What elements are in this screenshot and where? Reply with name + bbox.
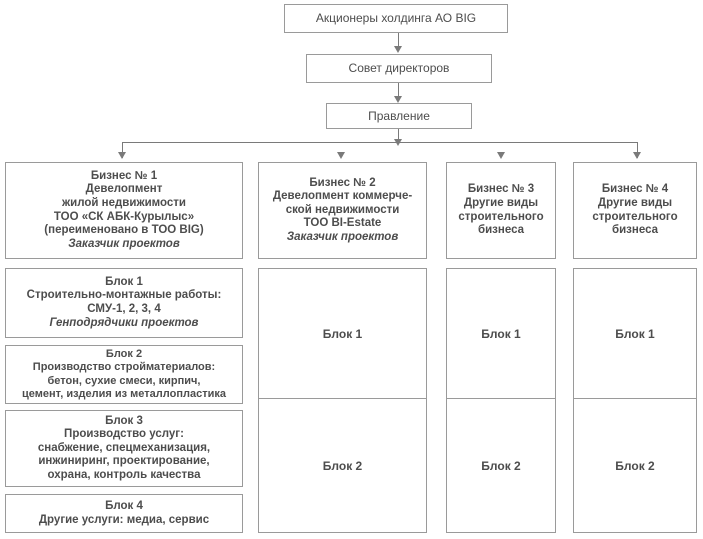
business-2-emphasis: Заказчик проектов bbox=[286, 230, 399, 243]
business-1-line-0: Бизнес № 1 bbox=[90, 169, 158, 182]
block-2-line-0: Блок 2 bbox=[105, 347, 143, 360]
column3-block-2-label: Блок 2 bbox=[481, 458, 521, 473]
business-4-line-1: Другие виды bbox=[597, 196, 673, 209]
business-1-line-1: Девелопмент bbox=[85, 183, 163, 196]
arrow-to-business-2 bbox=[337, 152, 345, 159]
arrow-to-management bbox=[394, 96, 402, 103]
block-4-line-1: Другие услуги: медиа, сервис bbox=[38, 513, 210, 526]
business-1-box[interactable]: Бизнес № 1 Девелопмент жилой недвижимост… bbox=[5, 162, 243, 259]
business-1-line-3: ТОО «СК АБК-Курылыс» bbox=[53, 210, 195, 223]
arrow-to-board bbox=[394, 46, 402, 53]
business-4-line-2: строительного bbox=[592, 210, 678, 223]
column4-block-1[interactable]: Блок 1 bbox=[573, 268, 697, 399]
block-3-line-0: Блок 3 bbox=[105, 414, 143, 427]
arrow-to-business-4 bbox=[633, 152, 641, 159]
column2-block-1[interactable]: Блок 1 bbox=[258, 268, 427, 399]
business-3-line-3: бизнеса bbox=[477, 224, 524, 237]
connector-shareholders-board bbox=[398, 33, 399, 47]
node-shareholders-label: Акционеры холдинга АО BIG bbox=[315, 11, 477, 25]
block-3-line-2: снабжение, спецмеханизация, bbox=[37, 441, 211, 454]
block-1-line-2: СМУ-1, 2, 3, 4 bbox=[87, 303, 161, 315]
column3-block-1-label: Блок 1 bbox=[481, 326, 521, 341]
connector-management-bus bbox=[398, 129, 399, 142]
node-management-label: Правление bbox=[368, 108, 430, 123]
block-3-line-4: охрана, контроль качества bbox=[47, 468, 201, 481]
arrow-to-business-1 bbox=[118, 152, 126, 159]
column3-block-2[interactable]: Блок 2 bbox=[446, 398, 556, 533]
column2-block-2-label: Блок 2 bbox=[322, 458, 363, 473]
block-2-line-3: цемент, изделия из металлопластика bbox=[22, 387, 226, 400]
block-4-line-0: Блок 4 bbox=[105, 499, 143, 512]
business-3-line-0: Бизнес № 3 bbox=[467, 183, 535, 196]
block-3-line-1: Производство услуг: bbox=[64, 428, 184, 441]
column4-block-1-label: Блок 1 bbox=[615, 326, 655, 341]
column1-block-1[interactable]: Блок 1 Строительно-монтажные работы: СМУ… bbox=[5, 268, 243, 338]
column2-block-1-label: Блок 1 bbox=[322, 326, 363, 341]
business-2-line-2: ской недвижимости bbox=[285, 203, 400, 216]
column4-block-2-label: Блок 2 bbox=[615, 458, 655, 473]
block-1-emphasis: Генподрядчики проектов bbox=[49, 316, 199, 329]
business-4-line-3: бизнеса bbox=[611, 224, 658, 237]
business-1-line-4: (переименовано в ТОО BIG) bbox=[44, 224, 204, 237]
distribution-bus bbox=[122, 142, 638, 158]
business-3-line-1: Другие виды bbox=[463, 196, 539, 209]
block-1-line-1: Строительно-монтажные работы: bbox=[26, 289, 222, 302]
column1-block-3[interactable]: Блок 3 Производство услуг: снабжение, сп… bbox=[5, 410, 243, 487]
node-management[interactable]: Правление bbox=[326, 103, 472, 129]
column1-block-2[interactable]: Блок 2 Производство стройматериалов: бет… bbox=[5, 345, 243, 404]
business-3-box[interactable]: Бизнес № 3 Другие виды строительного биз… bbox=[446, 162, 556, 259]
business-1-emphasis: Заказчик проектов bbox=[68, 237, 180, 250]
business-2-line-0: Бизнес № 2 bbox=[309, 176, 376, 189]
connector-board-management bbox=[398, 83, 399, 97]
block-3-line-3: инжиниринг, проектирование, bbox=[38, 455, 210, 468]
business-2-line-1: Девелопмент коммерче- bbox=[272, 190, 413, 203]
column1-block-4[interactable]: Блок 4 Другие услуги: медиа, сервис bbox=[5, 494, 243, 533]
node-board-label: Совет директоров bbox=[348, 61, 450, 75]
block-1-line-0: Блок 1 bbox=[105, 275, 143, 288]
block-2-line-1: Производство стройматериалов: bbox=[32, 361, 216, 374]
column2-block-2[interactable]: Блок 2 bbox=[258, 398, 427, 533]
business-4-line-0: Бизнес № 4 bbox=[601, 183, 669, 196]
column4-block-2[interactable]: Блок 2 bbox=[573, 398, 697, 533]
business-2-line-3: ТОО BI-Estate bbox=[303, 217, 382, 230]
node-board[interactable]: Совет директоров bbox=[306, 54, 492, 83]
column3-block-1[interactable]: Блок 1 bbox=[446, 268, 556, 399]
business-3-line-2: строительного bbox=[458, 210, 544, 223]
business-4-box[interactable]: Бизнес № 4 Другие виды строительного биз… bbox=[573, 162, 697, 259]
arrow-to-business-3 bbox=[497, 152, 505, 159]
block-2-line-2: бетон, сухие смеси, кирпич, bbox=[47, 374, 201, 387]
business-1-line-2: жилой недвижимости bbox=[62, 196, 186, 209]
node-shareholders[interactable]: Акционеры холдинга АО BIG bbox=[284, 4, 508, 33]
business-2-box[interactable]: Бизнес № 2 Девелопмент коммерче- ской не… bbox=[258, 162, 427, 259]
